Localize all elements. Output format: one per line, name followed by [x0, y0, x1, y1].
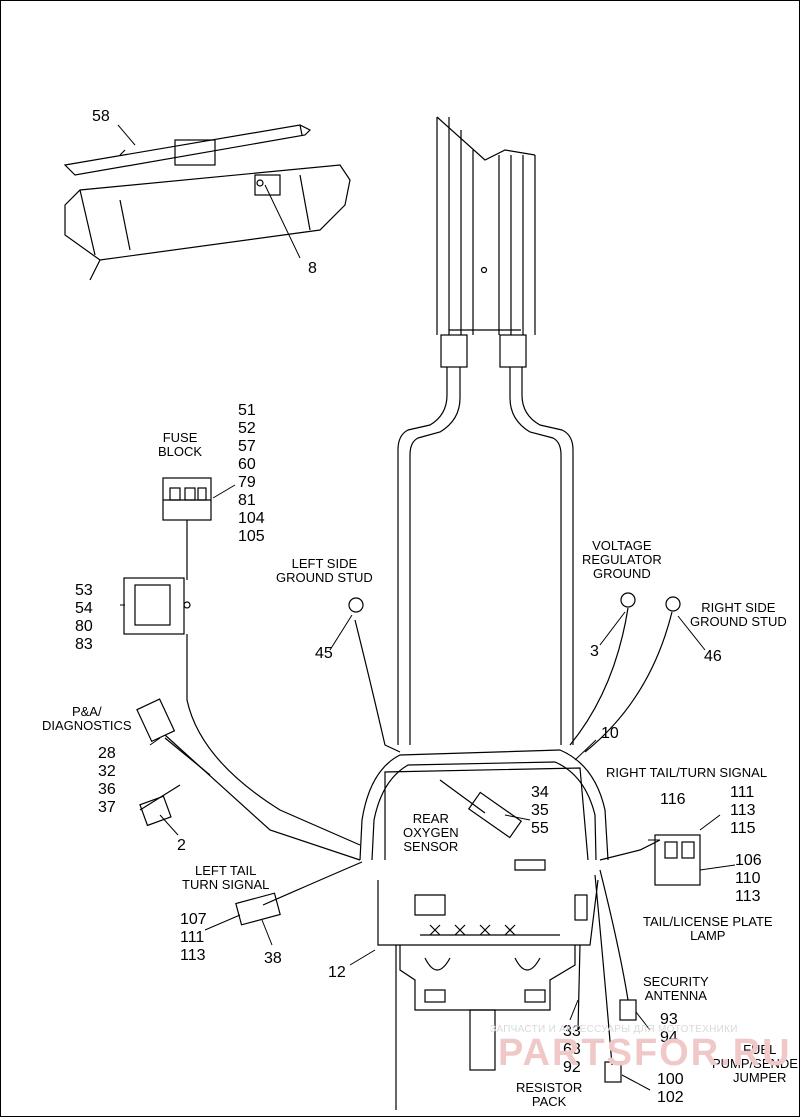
relay-callouts: 53 54 80 83 [75, 582, 93, 654]
diagnostics-part: 36 [98, 781, 116, 798]
label-right-ground: RIGHT SIDE GROUND STUD [690, 600, 787, 629]
antenna-part: 93 [660, 1011, 678, 1028]
right-signal-part: 111 [730, 784, 755, 801]
watermark-tagline: ЗАПЧАСТИ И АКСЕССУАРЫ ДЛЯ МОТОТЕХНИКИ [490, 1024, 738, 1035]
label-resistor: RESISTOR PACK [516, 1080, 583, 1109]
callout-left-ground: 45 [315, 645, 333, 662]
resistor-part: 68 [563, 1041, 581, 1058]
left-signal-part: 107 [180, 911, 207, 928]
diagnostics-connector [136, 698, 211, 827]
callout-bracket-stud: 8 [308, 260, 317, 277]
fuel-jumper-part: 102 [657, 1089, 684, 1106]
fuse-part: 105 [238, 528, 265, 545]
label-antenna: SECURITY ANTENNA [643, 974, 709, 1003]
antenna-callouts: 93 94 [660, 1011, 678, 1047]
callout-regulator-ground: 3 [590, 643, 599, 660]
fuse-part: 60 [238, 456, 256, 473]
oxygen-part: 35 [531, 802, 549, 819]
tail-lamp-part: 113 [735, 888, 761, 905]
fuel-jumper-part: 100 [657, 1071, 684, 1088]
diagnostics-part: 37 [98, 799, 116, 816]
callout-main-harness: 12 [328, 964, 346, 981]
ground-studs [348, 592, 681, 613]
oxygen-connector [467, 791, 523, 839]
fuse-part: 79 [238, 474, 256, 491]
tail-lamp-part: 110 [735, 870, 761, 887]
rear-fender [359, 749, 609, 1071]
fuse-block-callouts: 51 52 57 60 79 81 104 105 [238, 402, 265, 546]
frame-rails [397, 116, 574, 745]
left-signal-part: 111 [180, 929, 205, 946]
wiring [164, 520, 673, 1110]
diagnostics-part: 32 [98, 763, 116, 780]
callout-bracket: 58 [92, 108, 110, 125]
oxygen-part: 34 [531, 784, 549, 801]
relay-part: 80 [75, 618, 93, 635]
callout-left-signal-conn: 38 [264, 950, 282, 967]
diagnostics-part: 28 [98, 745, 116, 762]
label-right-signal: RIGHT TAIL/TURN SIGNAL [606, 765, 768, 780]
fuse-part: 104 [238, 510, 265, 527]
antenna-part: 94 [660, 1029, 678, 1046]
relay [123, 577, 191, 635]
fuse-part: 52 [238, 420, 256, 437]
fuse-block [162, 477, 212, 521]
right-signal-connector [654, 834, 701, 886]
callout-diagnostics-cap: 2 [177, 837, 186, 854]
callout-harness: 10 [601, 725, 619, 742]
resistor-callouts: 33 68 92 [563, 1023, 581, 1077]
right-signal-part: 115 [730, 820, 756, 837]
oxygen-part: 55 [531, 820, 549, 837]
label-regulator-ground: VOLTAGE REGULATOR GROUND [582, 538, 662, 581]
fuse-part: 57 [238, 438, 256, 455]
label-left-ground: LEFT SIDE GROUND STUD [276, 556, 373, 585]
label-diagnostics: P&A/ DIAGNOSTICS [42, 704, 132, 733]
callout-right-ground: 46 [704, 648, 722, 665]
resistor-part: 33 [563, 1023, 581, 1040]
label-fuel-jumper: FUEL PUMP/SENDER JUMPER [712, 1042, 800, 1085]
label-oxygen: REAR OXYGEN SENSOR [403, 811, 459, 854]
left-signal-part: 113 [180, 947, 206, 964]
fuel-jumper-connector [604, 1061, 622, 1083]
oxygen-callouts: 34 35 55 [531, 784, 549, 838]
left-signal-connector [235, 892, 281, 926]
relay-part: 54 [75, 600, 93, 617]
right-signal-part: 113 [730, 802, 756, 819]
leader-lines [117, 124, 736, 1091]
diagnostics-callouts: 28 32 36 37 [98, 745, 116, 817]
label-fuse-block: FUSE BLOCK [158, 430, 203, 459]
relay-part: 83 [75, 636, 93, 653]
fuel-jumper-callouts: 100 102 [657, 1071, 684, 1107]
relay-part: 53 [75, 582, 93, 599]
watermark-logo: PARTSFOR.RU [498, 1032, 792, 1074]
label-left-signal: LEFT TAIL TURN SIGNAL [182, 863, 270, 892]
fuse-part: 81 [238, 492, 256, 509]
tail-lamp-part: 106 [735, 852, 762, 869]
fuse-part: 51 [238, 402, 256, 419]
callout-right-signal-a: 116 [660, 791, 686, 808]
antenna-connector [619, 999, 637, 1021]
left-signal-callouts: 107 111 113 [180, 911, 207, 965]
right-signal-callouts: 111 113 115 [730, 784, 756, 838]
label-tail-lamp: TAIL/LICENSE PLATE LAMP [643, 914, 773, 943]
bracket-58 [63, 124, 351, 281]
tail-lamp-callouts: 106 110 113 [735, 852, 762, 906]
resistor-part: 92 [563, 1059, 581, 1076]
